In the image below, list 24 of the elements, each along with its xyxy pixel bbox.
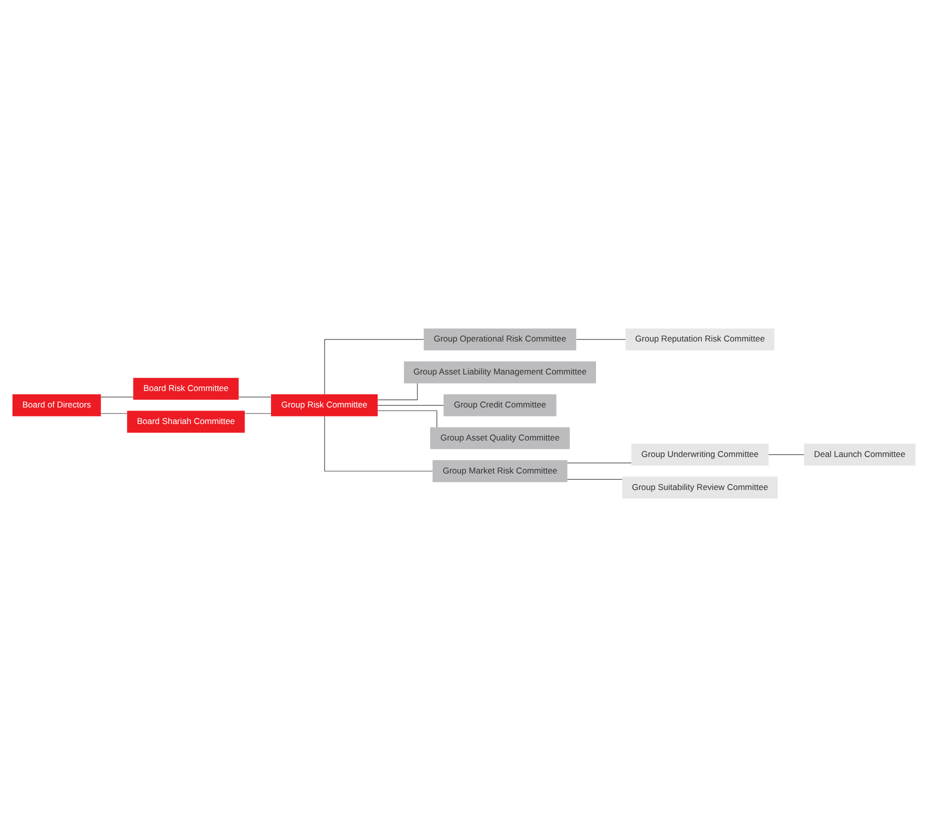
node-box: Group Asset Liability Management Committee	[404, 361, 596, 384]
node-box: Board Risk Committee	[133, 378, 239, 400]
node-box: Group Suitability Review Committee	[622, 476, 778, 499]
connector	[377, 404, 444, 406]
node-box: Deal Launch Committee	[804, 444, 916, 466]
node-box: Group Credit Committee	[444, 394, 556, 416]
connector	[238, 396, 272, 398]
connector	[324, 339, 424, 394]
node-box: Group Market Risk Committee	[432, 460, 568, 482]
node-box: Group Operational Risk Committee	[424, 328, 576, 350]
connector	[100, 396, 134, 398]
node-box: Group Risk Committee	[271, 394, 378, 416]
connector	[324, 416, 433, 472]
connector	[768, 454, 804, 455]
connector	[378, 410, 438, 428]
connector	[378, 383, 418, 400]
connector	[567, 479, 622, 480]
connector	[576, 339, 626, 340]
node-box: Group Underwriting Committee	[631, 444, 769, 466]
node-box: Group Asset Quality Committee	[430, 427, 570, 450]
node-box: Group Reputation Risk Committee	[626, 328, 774, 350]
node-box: Board of Directors	[12, 394, 101, 416]
node-box: Board Shariah Committee	[127, 410, 245, 433]
connector	[567, 462, 632, 464]
